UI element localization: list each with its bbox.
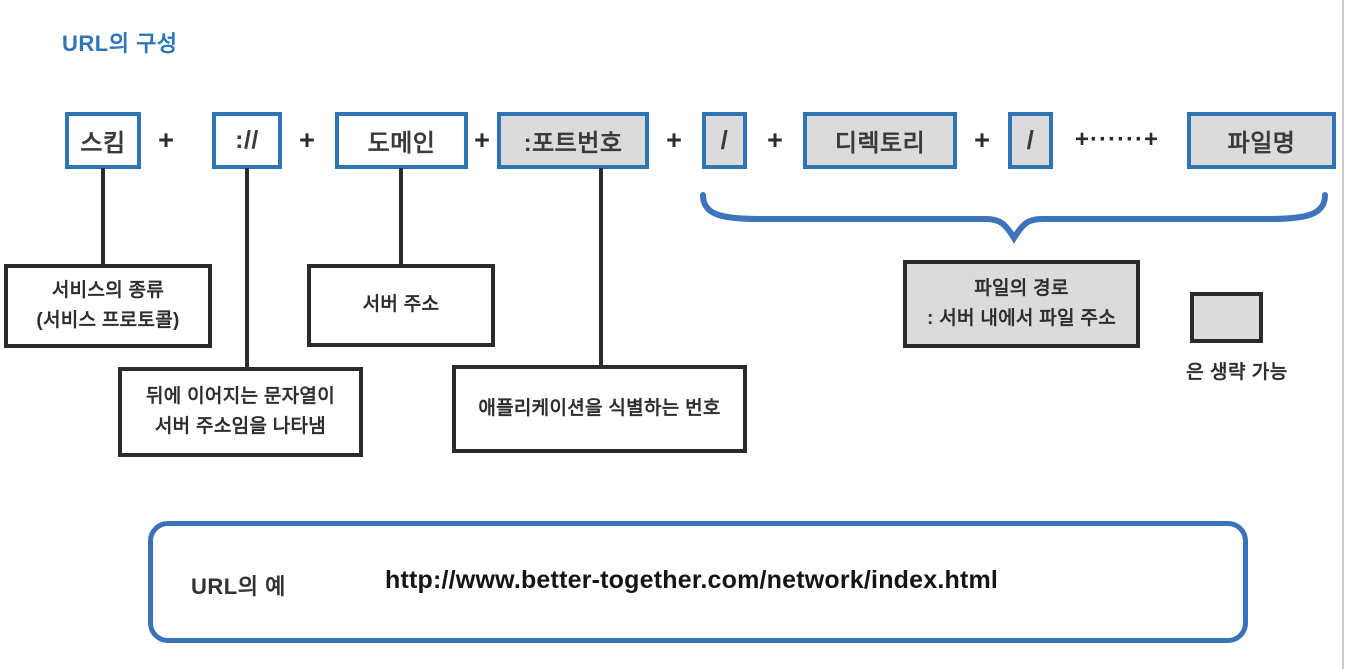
annotation-separator-line1: 뒤에 이어지는 문자열이 <box>146 385 335 407</box>
connector-line-scheme <box>101 168 105 265</box>
part-box-separator: :// <box>212 112 282 169</box>
annotation-separator: 뒤에 이어지는 문자열이 서버 주소임을 나타냄 <box>118 367 363 457</box>
part-box-directory: 디렉토리 <box>803 112 957 169</box>
annotation-scheme-line2: (서비스 프로토콜) <box>36 310 180 331</box>
curly-brace <box>700 192 1328 244</box>
url-example-label: URL의 예 <box>191 574 286 599</box>
connector-line-separator <box>245 168 249 368</box>
legend-gray-swatch <box>1190 292 1263 343</box>
part-box-domain: 도메인 <box>335 112 468 169</box>
plus-ellipsis: +······+ <box>1075 126 1159 153</box>
connector-line-port <box>599 168 603 366</box>
annotation-scheme: 서비스의 종류 (서비스 프로토콜) <box>4 264 212 348</box>
page-right-border <box>1342 0 1344 669</box>
annotation-domain-text: 서버 주소 <box>362 294 440 316</box>
plus-sign: + <box>767 124 783 155</box>
part-box-scheme: 스킴 <box>65 112 141 169</box>
plus-sign: + <box>299 124 315 155</box>
annotation-path-line1: 파일의 경로 <box>974 277 1069 299</box>
part-box-slash-1: / <box>702 112 747 169</box>
url-example-box <box>148 521 1248 643</box>
url-example-value: http://www.better-together.com/network/i… <box>385 566 999 594</box>
annotation-path-line2: : 서버 내에서 파일 주소 <box>927 308 1116 329</box>
legend-label: 은 생략 가능 <box>1186 362 1288 383</box>
annotation-port: 애플리케이션을 식별하는 번호 <box>452 365 747 453</box>
plus-sign: + <box>974 124 990 155</box>
plus-sign: + <box>158 124 174 155</box>
part-box-port: :포트번호 <box>497 112 649 169</box>
annotation-scheme-line1: 서비스의 종류 <box>51 279 165 301</box>
annotation-domain: 서버 주소 <box>307 264 495 347</box>
plus-sign: + <box>666 124 682 155</box>
annotation-port-text: 애플리케이션을 식별하는 번호 <box>478 397 721 419</box>
connector-line-domain <box>399 168 403 265</box>
part-box-filename: 파일명 <box>1187 112 1336 169</box>
part-box-slash-2: / <box>1008 112 1053 169</box>
plus-sign: + <box>474 124 490 155</box>
annotation-separator-line2: 서버 주소임을 나타냄 <box>154 416 327 437</box>
page-title: URL의 구성 <box>62 31 178 56</box>
annotation-path: 파일의 경로 : 서버 내에서 파일 주소 <box>903 260 1140 348</box>
